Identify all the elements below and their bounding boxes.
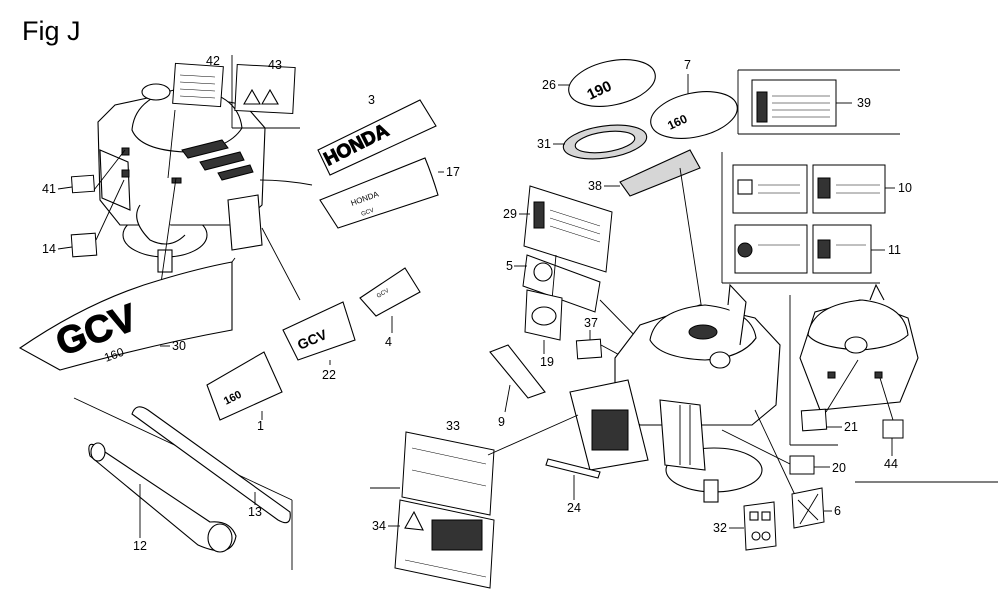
part-20-label — [789, 455, 815, 475]
part-30-gcv-decal: GCV 160 — [18, 257, 236, 371]
part-39-warning-box — [737, 69, 900, 135]
callout-42: 42 — [206, 54, 220, 68]
callout-20: 20 — [832, 461, 846, 475]
part-21-label — [800, 408, 828, 432]
part-7-oval-label: 160 — [650, 91, 738, 139]
callout-11: 11 — [888, 243, 901, 257]
part-29-label — [523, 185, 613, 273]
callout-4: 4 — [385, 335, 392, 349]
figure-title: Fig J — [22, 16, 81, 46]
part-41-label — [70, 174, 96, 194]
engine-right — [569, 283, 807, 503]
part-32-label — [743, 501, 777, 551]
part-42-label — [159, 62, 224, 291]
part-43-label — [231, 55, 300, 129]
callout-38: 38 — [588, 179, 602, 193]
callout-7: 7 — [684, 58, 691, 72]
parts-12-13-tubes — [73, 397, 293, 570]
part-14-label — [70, 232, 98, 258]
callout-32: 32 — [713, 521, 727, 535]
part-44-label — [882, 419, 904, 439]
engine-right-small — [789, 283, 998, 483]
part-24-strip — [545, 458, 601, 479]
callout-24: 24 — [567, 501, 581, 515]
callout-34: 34 — [372, 519, 386, 533]
callout-22: 22 — [322, 368, 336, 382]
callout-14: 14 — [42, 242, 56, 256]
callout-43: 43 — [268, 58, 282, 72]
callout-31: 31 — [537, 137, 551, 151]
callout-1: 1 — [257, 419, 264, 433]
callout-29: 29 — [503, 207, 517, 221]
part-6-label — [791, 487, 825, 529]
callout-41: 41 — [42, 182, 56, 196]
part-34-label — [394, 499, 495, 589]
part-22-label: GCV — [261, 227, 356, 365]
part-30-model-text: 160 — [102, 345, 126, 365]
part-5-label — [522, 254, 601, 313]
callout-26: 26 — [542, 78, 556, 92]
parts-10-11-warning-box — [721, 152, 895, 284]
part-1-label: 160 — [206, 351, 283, 421]
callout-17: 17 — [446, 165, 460, 179]
part-37-label — [575, 338, 603, 360]
callout-19: 19 — [540, 355, 554, 369]
part-4-label: GCV — [359, 267, 421, 333]
callout-37: 37 — [584, 316, 598, 330]
callout-39: 39 — [857, 96, 871, 110]
callout-9: 9 — [498, 415, 505, 429]
part-31-emblem — [562, 124, 648, 160]
part-9-label — [489, 344, 546, 399]
part-26-oval-label: 190 — [568, 59, 656, 107]
callout-13: 13 — [248, 505, 262, 519]
callout-10: 10 — [898, 181, 912, 195]
callout-12: 12 — [133, 539, 147, 553]
callout-33: 33 — [446, 419, 460, 433]
callout-5: 5 — [506, 259, 513, 273]
callout-44: 44 — [884, 457, 898, 471]
part-17-gcv-text: GCV — [361, 208, 375, 218]
part-19-label — [524, 289, 563, 341]
part-17-decal: HONDA GCV — [319, 157, 439, 229]
part-33-label — [370, 414, 579, 516]
callout-21: 21 — [844, 420, 858, 434]
callout-30: 30 — [172, 339, 186, 353]
callout-3: 3 — [368, 93, 375, 107]
callout-6: 6 — [834, 504, 841, 518]
part-4-gcv-text: GCV — [376, 288, 390, 300]
part-38-emblem — [619, 149, 706, 331]
